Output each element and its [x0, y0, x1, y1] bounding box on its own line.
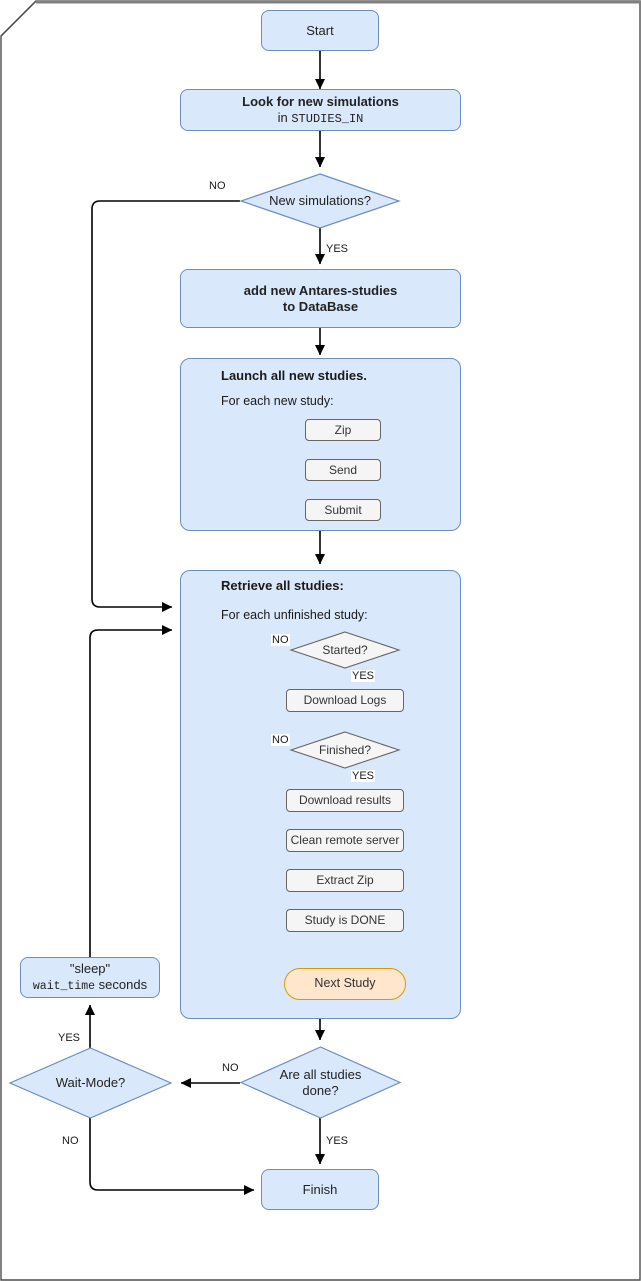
node-clean-remote-server-label: Clean remote server — [290, 833, 400, 848]
edge-label-started-no: NO — [271, 634, 290, 646]
node-next-study-label: Next Study — [314, 976, 376, 991]
decision-all-studies-done-label: Are all studies done? — [240, 1046, 401, 1119]
edge-label-new-sim-no: NO — [209, 180, 226, 192]
node-study-is-done-label: Study is DONE — [304, 913, 386, 928]
all-done-line1: Are all studies — [279, 1066, 362, 1082]
retrieve-group-title: Retrieve all studies: — [221, 578, 344, 593]
look-for-line2-mono: STUDIES_IN — [291, 111, 364, 126]
node-submit[interactable]: Submit — [305, 499, 381, 521]
decision-started-label: Started? — [322, 642, 368, 657]
launch-group-title: Launch all new studies. — [221, 368, 367, 383]
edge-label-wait-mode-yes: YES — [58, 1032, 81, 1044]
decision-new-simulations-label: New simulations? — [269, 193, 371, 209]
look-for-line1: Look for new simulations — [242, 93, 399, 109]
edge-label-finished-yes: YES — [351, 770, 376, 782]
node-send-label: Send — [328, 462, 358, 477]
decision-wait-mode-label: Wait-Mode? — [55, 1075, 126, 1091]
decision-new-simulations[interactable]: New simulations? — [239, 173, 401, 229]
sleep-seconds: seconds — [95, 976, 148, 992]
node-add-antares-studies[interactable]: add new Antares-studies to DataBase — [180, 269, 461, 328]
node-extract-zip-label: Extract Zip — [316, 873, 374, 888]
look-for-line2: in STUDIES_IN — [278, 110, 364, 127]
decision-wait-mode[interactable]: Wait-Mode? — [8, 1047, 173, 1119]
node-zip-label: Zip — [334, 422, 352, 437]
node-download-logs-label: Download Logs — [303, 693, 387, 708]
add-studies-line1: add new Antares-studies — [243, 282, 398, 298]
edge-label-new-sim-yes: YES — [326, 243, 349, 255]
node-extract-zip[interactable]: Extract Zip — [286, 869, 404, 892]
node-look-for-new-simulations[interactable]: Look for new simulations in STUDIES_IN — [180, 89, 461, 131]
decision-all-studies-done[interactable]: Are all studies done? — [239, 1046, 402, 1119]
all-done-line2: done? — [302, 1082, 339, 1098]
node-sleep[interactable]: "sleep" wait_time seconds — [20, 957, 160, 998]
node-start-label: Start — [306, 22, 334, 38]
decision-finished[interactable]: Finished? — [289, 731, 401, 769]
node-finish[interactable]: Finish — [261, 1169, 379, 1210]
launch-group-subtitle: For each new study: — [221, 394, 334, 408]
edge-label-wait-mode-no: NO — [62, 1135, 79, 1147]
node-finish-label: Finish — [302, 1181, 338, 1197]
edge-label-finished-no: NO — [271, 734, 290, 746]
decision-started[interactable]: Started? — [289, 631, 401, 669]
node-zip[interactable]: Zip — [305, 419, 381, 441]
node-download-results-label: Download results — [298, 793, 392, 808]
node-download-results[interactable]: Download results — [286, 789, 404, 812]
retrieve-group-subtitle: For each unfinished study: — [221, 608, 368, 622]
look-for-line2-prefix: in — [277, 109, 292, 125]
node-send[interactable]: Send — [305, 459, 381, 481]
sleep-line2: wait_time seconds — [33, 977, 147, 994]
node-study-is-done[interactable]: Study is DONE — [286, 909, 404, 932]
node-next-study[interactable]: Next Study — [284, 968, 406, 1000]
node-submit-label: Submit — [324, 502, 362, 517]
edge-label-all-done-no: NO — [222, 1062, 239, 1074]
decision-finished-label: Finished? — [318, 742, 372, 757]
sleep-line1: "sleep" — [69, 961, 111, 977]
sleep-wait-time-mono: wait_time — [32, 979, 96, 993]
node-clean-remote-server[interactable]: Clean remote server — [286, 829, 404, 852]
edge-label-started-yes: YES — [351, 670, 376, 682]
add-studies-line2: to DataBase — [282, 298, 359, 314]
node-start[interactable]: Start — [261, 10, 379, 51]
node-download-logs[interactable]: Download Logs — [286, 689, 404, 712]
edge-label-all-done-yes: YES — [326, 1135, 349, 1147]
